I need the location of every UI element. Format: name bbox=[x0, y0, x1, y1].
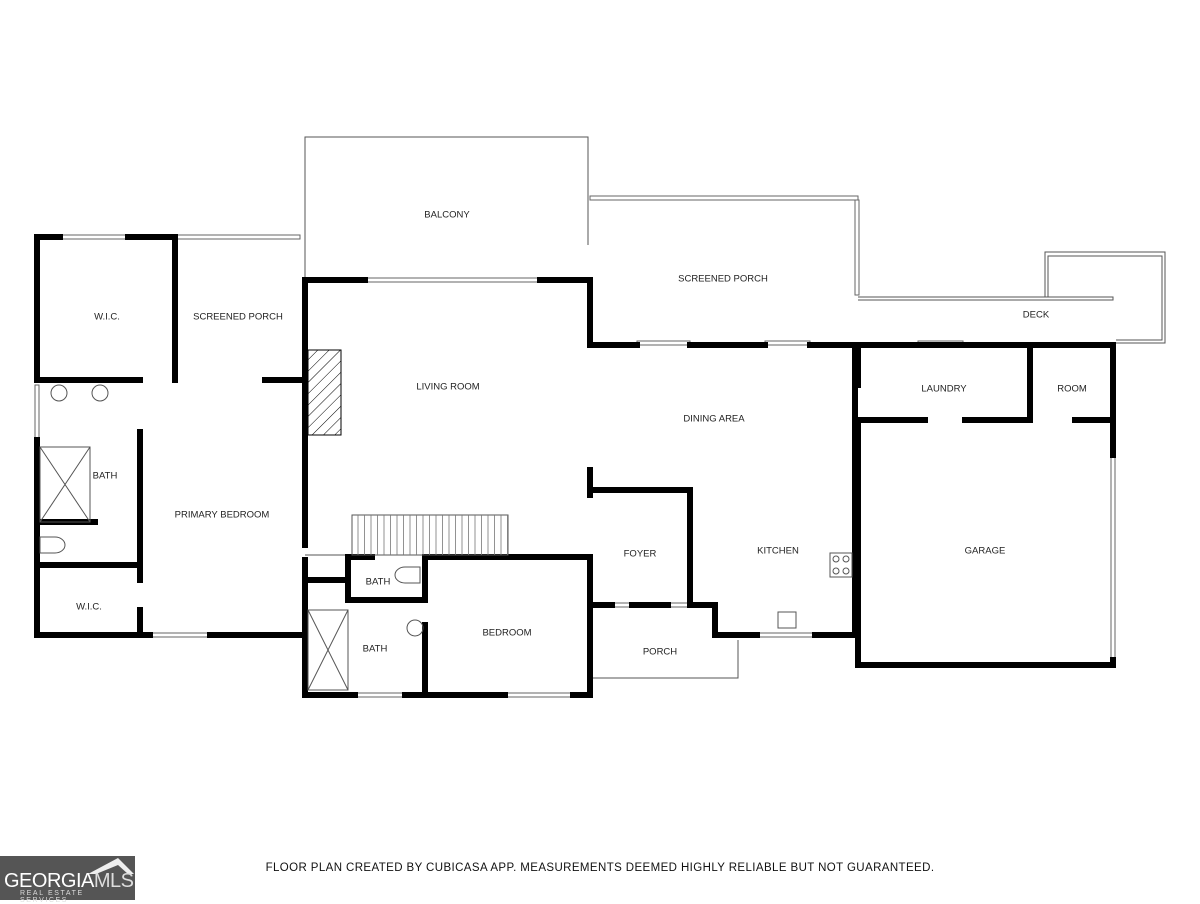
fireplace bbox=[307, 349, 342, 436]
staircase bbox=[351, 514, 509, 556]
sink-icon bbox=[406, 619, 424, 637]
room-label-wic-bottom: W.I.C. bbox=[76, 602, 102, 613]
walls bbox=[34, 234, 1116, 698]
room-label-laundry: LAUNDRY bbox=[921, 384, 967, 395]
room-label-living-room: LIVING ROOM bbox=[416, 382, 479, 393]
room-label-primary-bedroom: PRIMARY BEDROOM bbox=[175, 510, 270, 521]
room-label-bath-lower: BATH bbox=[363, 644, 388, 655]
room-label-balcony: BALCONY bbox=[424, 210, 470, 221]
room-label-screened-porch-right: SCREENED PORCH bbox=[678, 274, 768, 285]
room-label-bath-small: BATH bbox=[366, 577, 391, 588]
room-label-room: ROOM bbox=[1057, 384, 1087, 395]
windows bbox=[34, 195, 1116, 698]
logo-text-mls: MLS bbox=[93, 870, 134, 892]
georgia-mls-logo: GEORGIAMLS REAL ESTATE SERVICES bbox=[0, 856, 135, 904]
roof-icon bbox=[88, 858, 134, 874]
logo-text-georgia: GEORGIA bbox=[4, 870, 94, 892]
room-label-garage: GARAGE bbox=[965, 546, 1006, 557]
room-label-screened-porch-left: SCREENED PORCH bbox=[193, 312, 283, 323]
logo-subtitle: REAL ESTATE SERVICES bbox=[20, 890, 84, 904]
room-label-kitchen: KITCHEN bbox=[757, 546, 799, 557]
room-label-deck: DECK bbox=[1023, 310, 1050, 321]
room-label-wic-top: W.I.C. bbox=[94, 312, 120, 323]
sink-icon bbox=[91, 384, 109, 402]
shower-lower bbox=[307, 609, 349, 691]
room-label-porch: PORCH bbox=[643, 647, 677, 658]
toilet-icon bbox=[394, 566, 421, 584]
room-label-dining-area: DINING AREA bbox=[683, 414, 745, 425]
room-labels: BALCONY W.I.C. SCREENED PORCH SCREENED P… bbox=[76, 210, 1087, 658]
shower-primary bbox=[39, 446, 91, 523]
room-label-bedroom: BEDROOM bbox=[482, 628, 531, 639]
toilet-icon bbox=[39, 536, 66, 554]
floor-plan-disclaimer: FLOOR PLAN CREATED BY CUBICASA APP. MEAS… bbox=[265, 862, 935, 874]
kitchen-sink-icon bbox=[777, 611, 797, 629]
room-label-bath-primary: BATH bbox=[93, 471, 118, 482]
stove-icon bbox=[829, 552, 853, 578]
sink-icon bbox=[50, 384, 68, 402]
fixtures bbox=[39, 349, 853, 691]
stair-treads bbox=[357, 515, 508, 555]
room-label-foyer: FOYER bbox=[624, 549, 657, 560]
